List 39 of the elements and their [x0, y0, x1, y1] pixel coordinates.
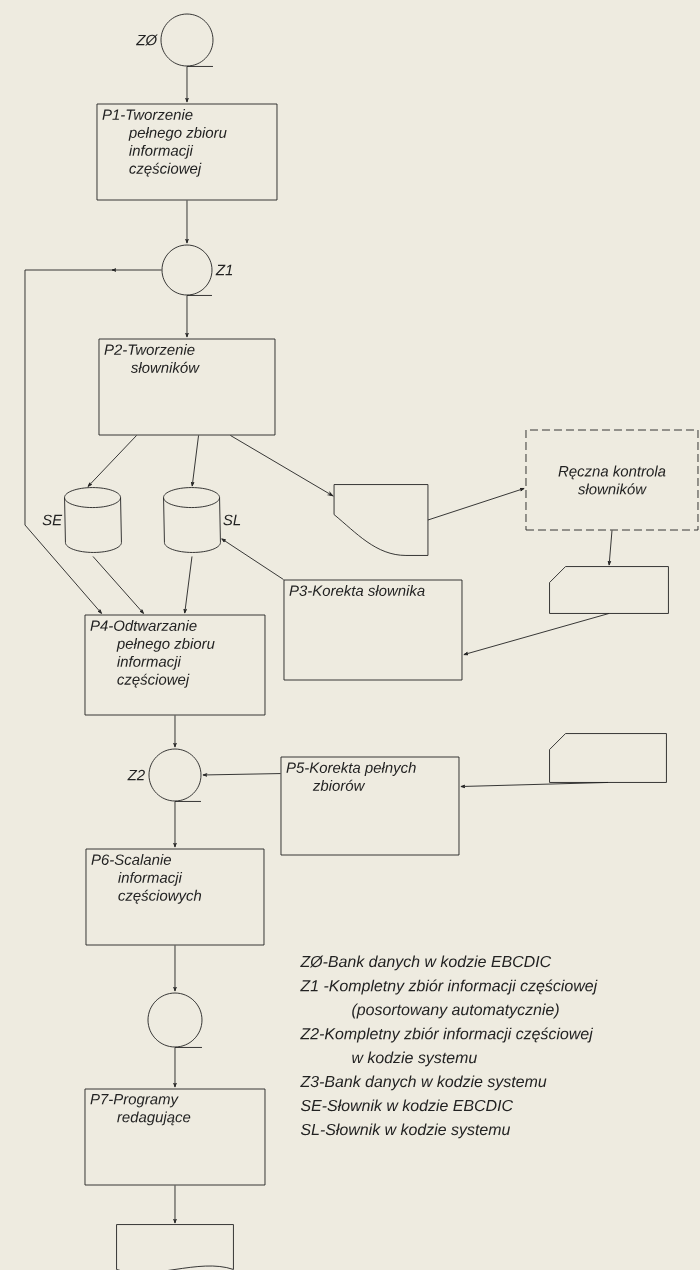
process-box: P4-Odtwarzanie pełnego zbioru informacji częściowej [84, 614, 266, 716]
arrow [185, 200, 189, 244]
process-box: P3-Korekta słownika [283, 579, 463, 681]
process-box: P7-Programy redagujące [84, 1088, 266, 1186]
punched-card-symbol [549, 733, 667, 783]
document-symbol [116, 1224, 234, 1270]
process-box: P2-Tworzenie słowników [98, 338, 276, 436]
arrow [24, 268, 162, 614]
arrow [230, 435, 334, 497]
punched-card-symbol [549, 566, 669, 614]
process-box: P1-Tworzenie pełnego zbioru informacji częściowej [96, 103, 278, 201]
arrow [190, 435, 199, 487]
arrow [92, 556, 144, 614]
arrow [173, 801, 177, 848]
arrow [463, 613, 610, 656]
key-note: Z3-Bank danych w kodzie systemu [300, 1075, 547, 1091]
process-box: P5-Korekta pełnych zbiorów [280, 756, 460, 856]
arrow [427, 488, 525, 521]
arrow [173, 945, 177, 992]
arrow [221, 538, 284, 580]
arrow [173, 715, 177, 748]
arrow [173, 1047, 177, 1088]
key-note: Z2-Kompletny zbiór informacji częściowej w kodzie systemu [300, 1027, 594, 1067]
tape-symbol [147, 992, 203, 1048]
arrow [185, 66, 189, 103]
arrow [173, 1185, 177, 1224]
key-note: Z1 -Kompletny zbiór informacji częściowej (posortowany automatycznie) [300, 979, 598, 1019]
arrow [183, 556, 193, 614]
process-box: P6-Scalanie informacji częściowych [85, 848, 265, 946]
document-symbol [333, 484, 429, 556]
arrow [460, 782, 609, 789]
arrow [185, 295, 189, 338]
manual-operation-box: Ręczna kontrola słowników [525, 429, 699, 531]
arrow [202, 773, 281, 777]
arrow [87, 435, 137, 487]
key-note: SL-Słownik w kodzie systemu [300, 1123, 511, 1139]
key-note: SE-Słownik w kodzie EBCDIC [300, 1099, 514, 1112]
key-note: ZØ-Bank danych w kodzie EBCDIC [300, 955, 552, 971]
arrow [607, 530, 613, 566]
